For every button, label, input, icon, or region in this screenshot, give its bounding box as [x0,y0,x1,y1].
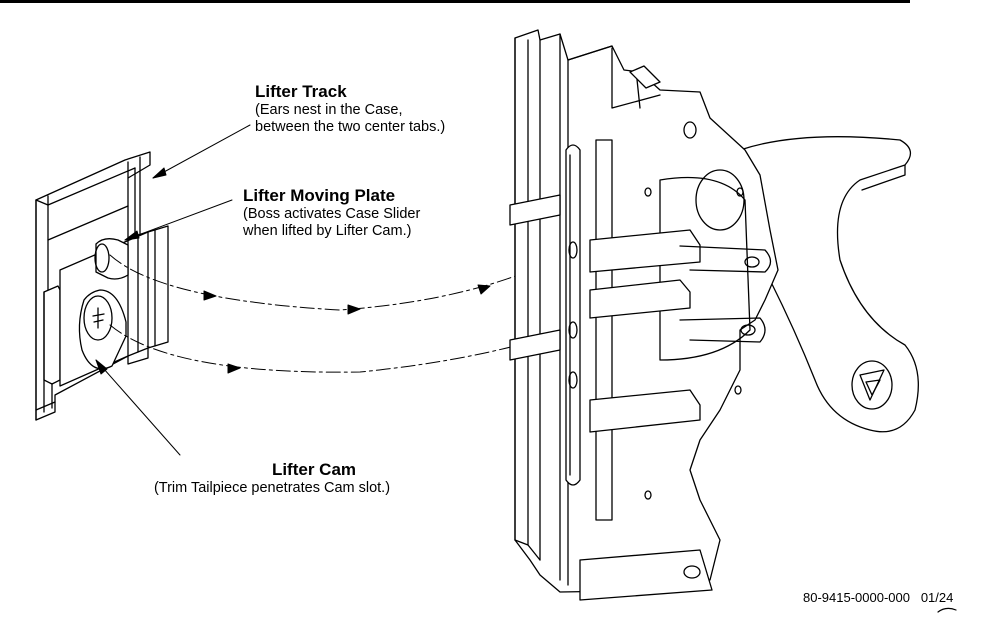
lifter-assembly-illustration [36,152,168,420]
lower-installation-path [110,325,570,372]
lifter-moving-plate-title: Lifter Moving Plate [243,186,396,205]
top-rule [0,0,910,3]
upper-installation-path [110,252,570,310]
lifter-track-callout: Lifter Track (Ears nest in the Case, bet… [255,82,445,136]
lifter-moving-plate-desc-line2: when lifted by Lifter Cam.) [243,223,412,239]
lifter-track-desc-line2: between the two center tabs.) [255,119,446,135]
lifter-moving-plate-callout: Lifter Moving Plate (Boss activates Case… [243,186,420,240]
installation-path-arrows [110,252,570,372]
case-assembly-illustration [510,30,918,600]
lifter-moving-plate-leader [125,200,232,240]
case-tabs [510,195,771,432]
lifter-track-leader [153,125,250,178]
lifter-cam-leader-arrowhead [96,360,107,374]
lifter-cam-desc-line1: (Trim Tailpiece penetrates Cam slot.) [153,480,391,496]
lifter-cam-callout: Lifter Cam (Trim Tailpiece penetrates Ca… [154,460,430,497]
lifter-track-title: Lifter Track [255,82,347,101]
top-clip-part [630,66,660,88]
lifter-cam-part [79,290,126,369]
crank-arm-part [740,137,918,432]
lifter-track-desc-line1: (Ears nest in the Case, [255,102,403,118]
footer-mark [938,608,956,612]
document-number: 80-9415-0000-000 01/24 [803,590,954,605]
leader-lines [96,125,250,455]
case-frame-part [515,30,778,600]
lifter-track-leader-arrowhead [153,168,166,178]
lifter-cam-leader [96,360,180,455]
lifter-cam-title: Lifter Cam [271,460,357,479]
lifter-moving-plate-leader-arrowhead [125,231,139,240]
lifter-moving-plate-desc-line1: (Boss activates Case Slider [243,206,421,222]
